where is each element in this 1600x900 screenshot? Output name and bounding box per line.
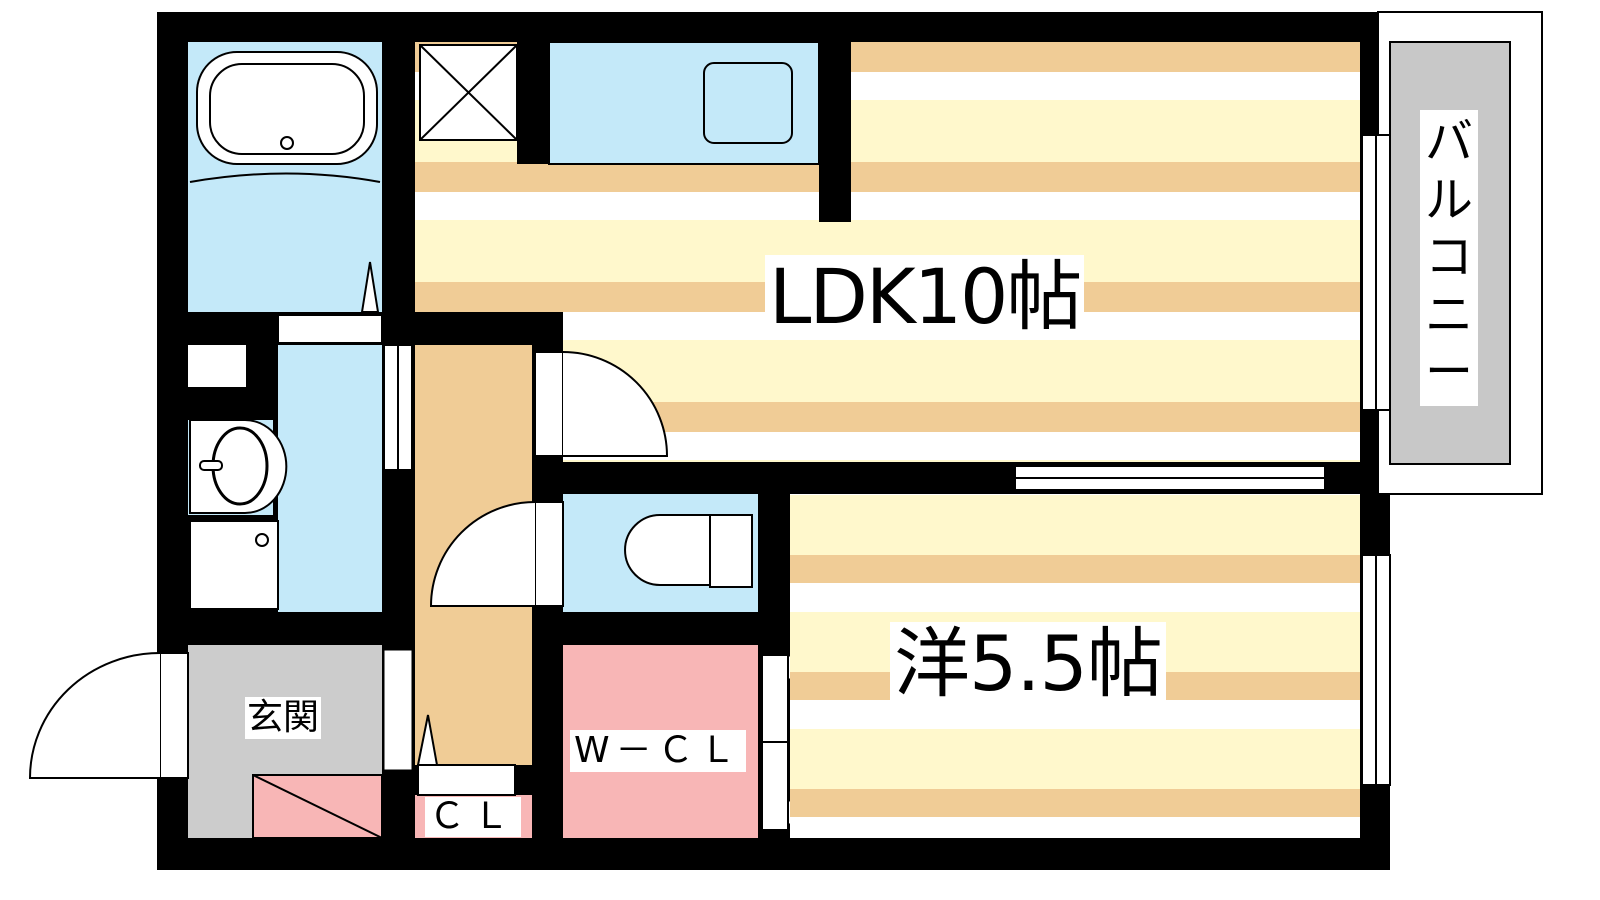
room-label-balcony: バルコニー bbox=[1420, 110, 1478, 406]
front-door-swing bbox=[28, 652, 161, 779]
bathtub bbox=[196, 51, 378, 165]
washroom bbox=[278, 345, 382, 612]
toilet bbox=[624, 514, 711, 586]
room-label-closet: ＣＬ bbox=[425, 797, 522, 837]
kitchen-sink bbox=[703, 62, 793, 144]
front-door bbox=[159, 652, 189, 779]
toilet-door-swing bbox=[429, 501, 536, 607]
room-label-walk-in-closet: W－ＣＬ bbox=[570, 730, 746, 772]
room-label-western: 洋5.5帖 bbox=[890, 622, 1166, 706]
room-label-entrance: 玄関 bbox=[245, 697, 322, 739]
kitchen-counter bbox=[548, 41, 820, 165]
room-label-ldk: LDK10帖 bbox=[765, 255, 1085, 339]
ldk-door-swing bbox=[562, 351, 669, 457]
bathroom-door bbox=[277, 314, 383, 344]
